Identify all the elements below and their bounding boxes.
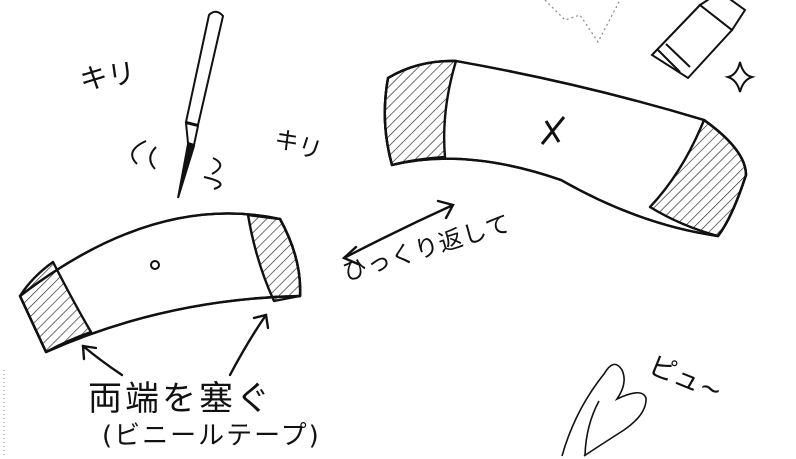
curved-tube-left: [18, 212, 302, 354]
vinyl-tape-note: (ビニールテープ): [102, 421, 321, 451]
cutter-knife-icon: [650, 0, 747, 80]
flip-arrow: [341, 199, 455, 266]
pierced-hole: [150, 260, 160, 270]
awl-icon: [177, 10, 225, 199]
rotation-motion-marks: [131, 140, 222, 190]
sparkle-icon: [724, 61, 756, 93]
seal-ends-label: 両端を塞ぐ: [88, 379, 273, 419]
seal-end-arrows: [81, 313, 270, 377]
speech-bubble-fragment: [544, 0, 621, 44]
heart-drop-icon: [561, 363, 647, 457]
cross-mark: [540, 116, 566, 145]
kiri-left-label: キリ: [77, 56, 138, 97]
curved-tube-right: [383, 59, 748, 238]
